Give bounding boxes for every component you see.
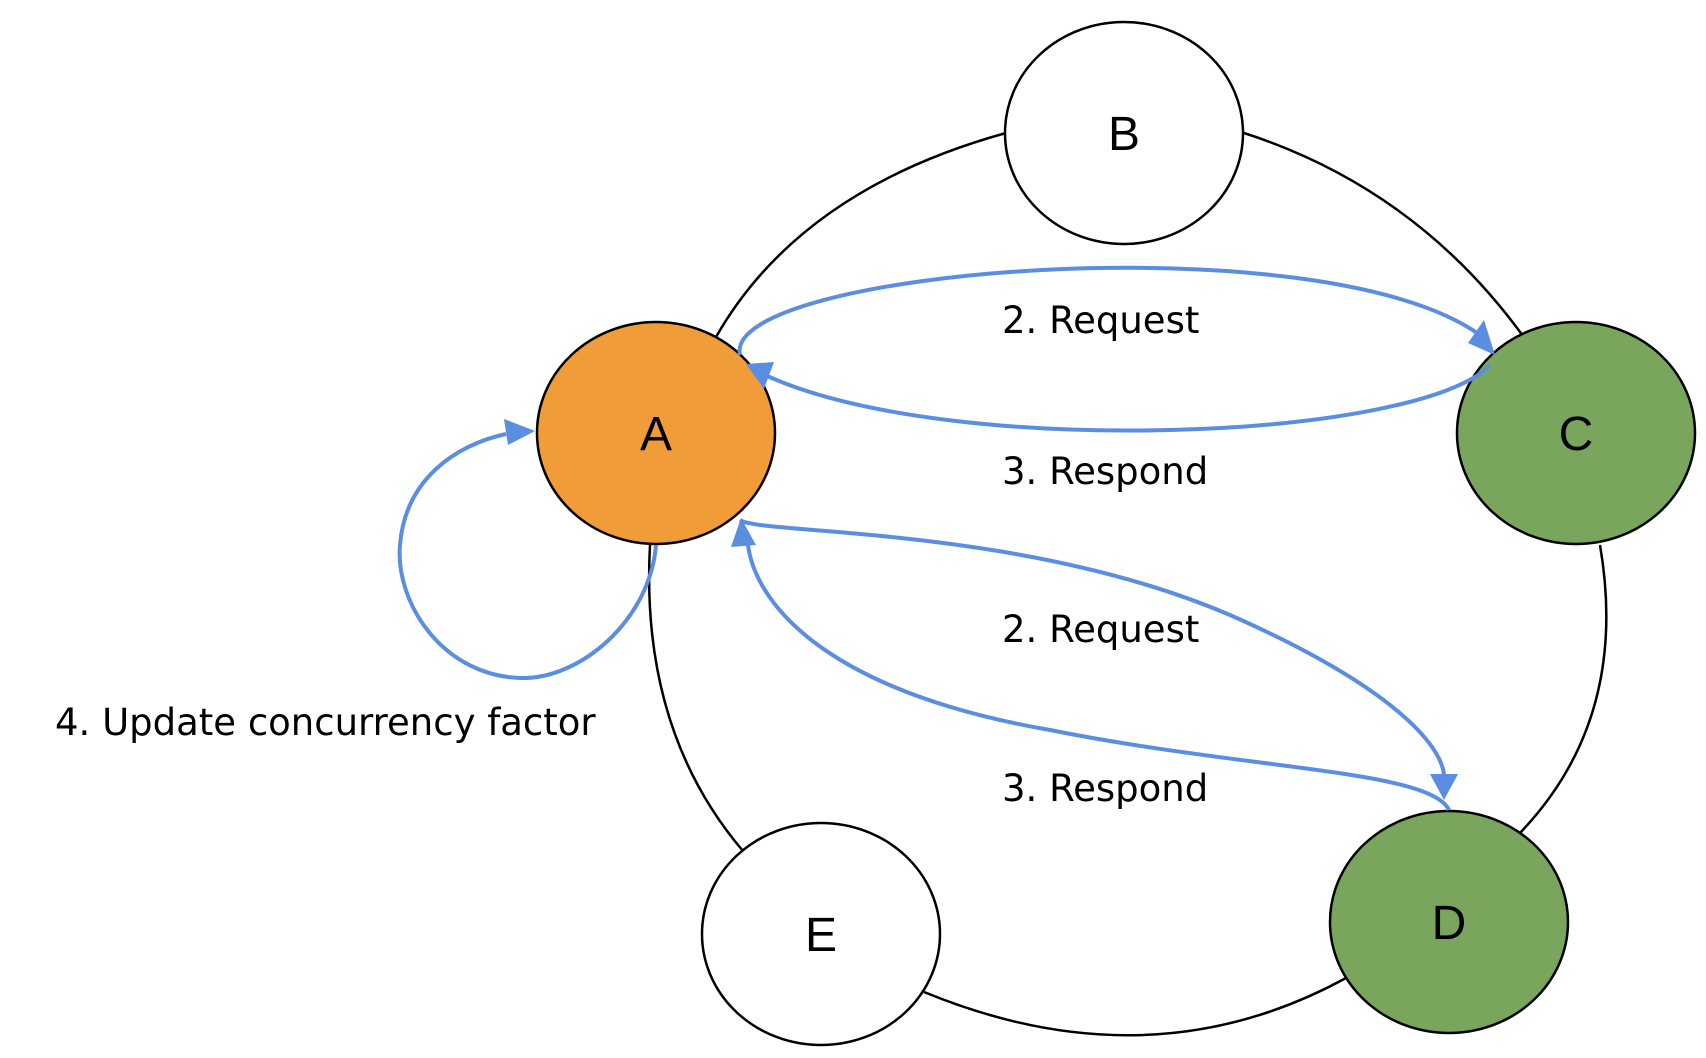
arrow-a-c-request [737,265,1482,356]
node-a-label: A [640,408,672,461]
node-c-label: C [1559,408,1594,461]
label-d-a-respond: 3. Respond [1002,767,1208,810]
ring-edge-e-a [647,544,744,852]
node-a: A [535,320,777,546]
label-c-a-respond: 3. Respond [1002,450,1208,493]
arrowhead-a-d [1430,774,1458,800]
node-d-circle [1328,809,1570,1035]
node-d-label: D [1432,897,1467,950]
label-a-self-update: 4. Update concurrency factor [55,701,596,744]
node-d: D [1328,809,1570,1035]
flow-arrows [397,265,1495,812]
node-a-circle [535,320,777,546]
arrowhead-c-a [746,362,774,389]
node-e: E [700,821,942,1047]
arrowhead-a-self [504,419,535,445]
ring-edge-b-c [1243,131,1530,344]
ring-edge-a-b [714,131,1007,338]
label-a-c-request: 2. Request [1002,299,1199,342]
arrow-a-self-loop [397,432,658,681]
arrowhead-a-c [1468,320,1495,355]
ring-edges [647,131,1608,1037]
ring-edge-d-e [923,976,1347,1037]
node-b-label: B [1108,108,1140,161]
node-c: C [1455,320,1697,546]
arrow-a-d-request [738,518,1447,779]
node-c-circle [1455,320,1697,546]
node-b: B [1003,20,1245,246]
node-b-circle [1003,20,1245,246]
node-e-label: E [805,909,837,962]
node-e-circle [700,821,942,1047]
label-a-d-request: 2. Request [1002,608,1199,651]
arrow-d-a-respond [746,544,1451,812]
edge-labels: 2. Request 3. Respond 2. Request 3. Resp… [55,299,1208,810]
arrow-c-a-respond [764,363,1492,433]
arrowhead-d-a [731,518,756,547]
ring-edge-c-d [1517,544,1608,836]
